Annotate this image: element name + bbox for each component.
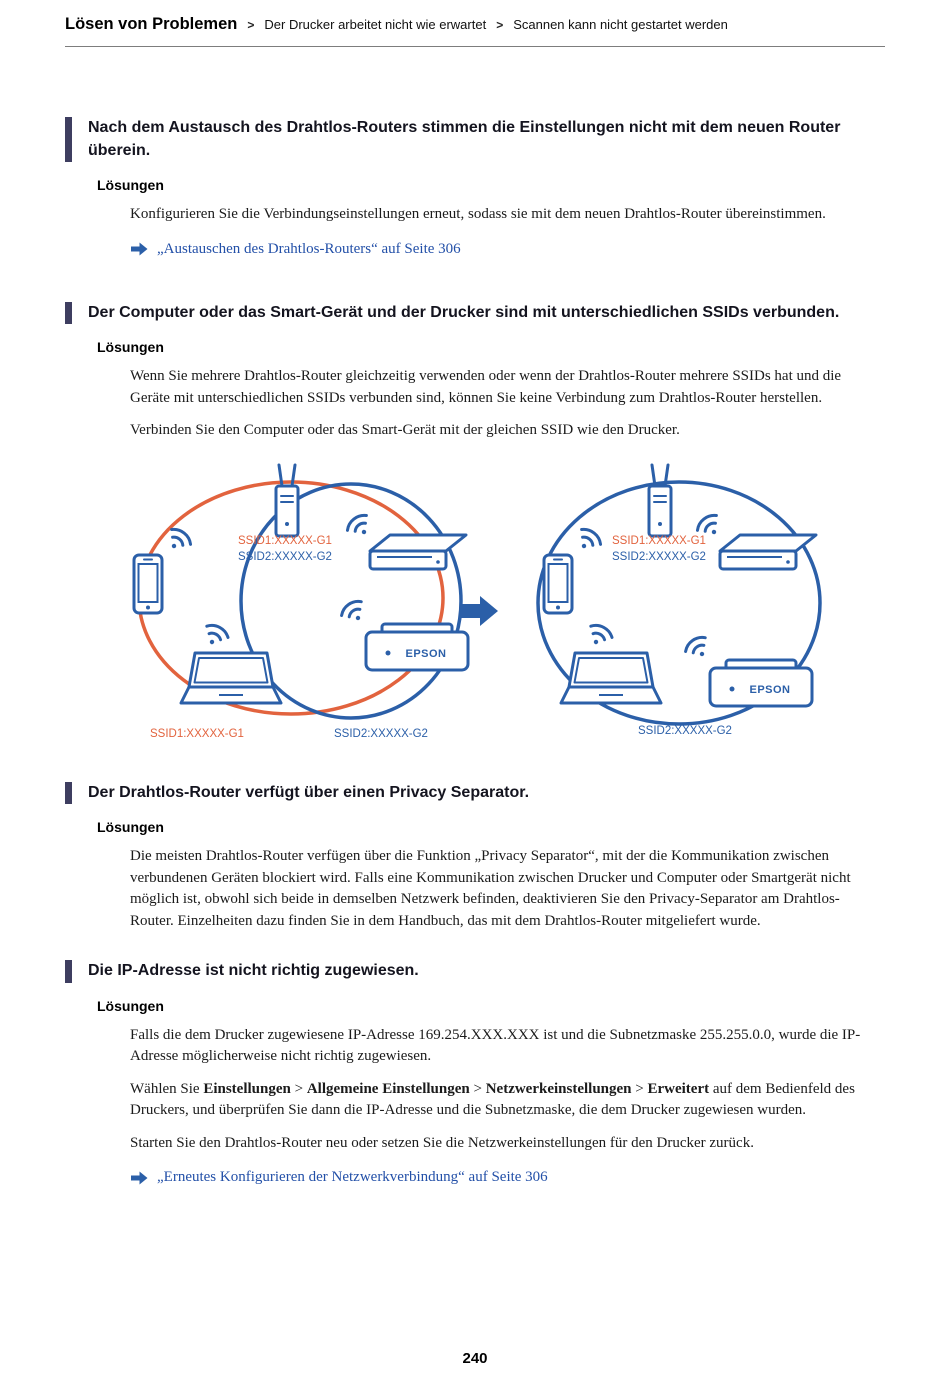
menu-path-segment: auf dem Bedienfeld des Druckers, und übe… [130,1080,855,1119]
smartphone-icon [542,553,574,614]
laptop-icon [559,651,663,704]
section-router-replaced: Nach dem Austausch des Drahtlos-Routers … [65,117,885,258]
page-number: 240 [462,1350,488,1367]
paragraph: Verbinden Sie den Computer oder das Smar… [130,422,680,438]
breadcrumb-separator: > [496,18,504,32]
breadcrumb-root: Lösen von Problemen [65,15,238,33]
reference-link[interactable]: „Austauschen des Drahtlos-Routers“ auf S… [157,240,461,257]
ssid-label: SSID1:XXXXX-G1 [612,535,706,547]
breadcrumb-item: Scannen kann nicht gestartet werden [513,17,728,32]
router-icon [274,463,300,537]
menu-path-paragraph: Wählen Sie Einstellungen > Allgemeine Ei… [130,1079,862,1122]
menu-path-segment: Einstellungen [203,1080,291,1097]
network-diagram-container: EPSON [128,456,885,748]
ssid-label: SSID2:XXXXX-G2 [638,725,732,737]
transition-arrow-icon [460,595,498,626]
router-icon [647,463,673,537]
section-heading: Die IP-Adresse ist nicht richtig zugewie… [65,960,885,983]
section-heading: Nach dem Austausch des Drahtlos-Routers … [65,117,885,162]
breadcrumb: Lösen von Problemen > Der Drucker arbeit… [65,0,885,47]
printer-icon [708,658,814,707]
printer-icon [364,622,470,671]
ssid-label: SSID2:XXXXX-G2 [238,551,332,563]
link-arrow-icon [131,242,148,256]
reference-link-row: „Erneutes Konfigurieren der Netzwerkverb… [131,1169,885,1186]
laptop-icon [179,651,283,704]
menu-path-segment: Netzwerkeinstellungen [485,1080,632,1097]
page-content: Lösen von Problemen > Der Drucker arbeit… [65,0,885,1186]
section-different-ssids: Der Computer oder das Smart-Gerät und de… [65,301,885,748]
wifi-signal-icon [337,595,371,628]
right-network-circle-blue [536,479,822,726]
menu-path-segment: > [290,1080,307,1097]
reference-link-row: „Austauschen des Drahtlos-Routers“ auf S… [131,241,885,258]
menu-path-segment: > [631,1080,648,1097]
section-ip-address: Die IP-Adresse ist nicht richtig zugewie… [65,960,885,1186]
ssid-label: SSID2:XXXXX-G2 [334,728,428,740]
paragraph: Wenn Sie mehrere Drahtlos-Router gleichz… [130,368,842,406]
wifi-signal-icon [571,523,606,557]
network-diagram: EPSON [132,463,822,740]
paragraph: Falls die dem Drucker zugewiesene IP-Adr… [130,1026,861,1065]
paragraph: Die meisten Drahtlos-Router verfügen übe… [130,848,851,929]
reference-link[interactable]: „Erneutes Konfigurieren der Netzwerkverb… [157,1169,548,1185]
paragraph: Konfigurieren Sie die Verbindungseinstel… [130,206,826,222]
ssid-label: SSID2:XXXXX-G2 [612,551,706,563]
menu-path-segment: > [469,1080,486,1097]
section-heading: Der Drahtlos-Router verfügt über einen P… [65,781,885,804]
menu-path-segment: Allgemeine Einstellungen [306,1080,470,1097]
smartphone-icon [132,553,164,614]
menu-path-segment: Wählen Sie [130,1080,204,1097]
ssid-label: SSID1:XXXXX-G1 [238,535,332,547]
wifi-signal-icon [582,619,616,651]
wifi-signal-icon [681,631,715,664]
breadcrumb-item: Der Drucker arbeitet nicht wie erwartet [264,17,487,32]
section-privacy-separator: Der Drahtlos-Router verfügt über einen P… [65,781,885,933]
ssid-label: SSID1:XXXXX-G1 [150,728,244,740]
solutions-label: Lösungen [97,339,164,355]
paragraph: Starten Sie den Drahtlos-Router neu oder… [130,1134,754,1151]
link-arrow-icon [131,1171,148,1185]
solutions-label: Lösungen [97,819,164,835]
section-heading: Der Computer oder das Smart-Gerät und de… [65,301,885,324]
wifi-signal-icon [342,509,377,543]
wifi-signal-icon [198,619,232,651]
menu-path-segment: Erweitert [647,1080,710,1097]
solutions-label: Lösungen [97,177,164,193]
access-point-icon [718,533,818,570]
breadcrumb-separator: > [247,18,255,32]
left-network-circle-blue [239,481,463,720]
solutions-label: Lösungen [97,997,164,1014]
